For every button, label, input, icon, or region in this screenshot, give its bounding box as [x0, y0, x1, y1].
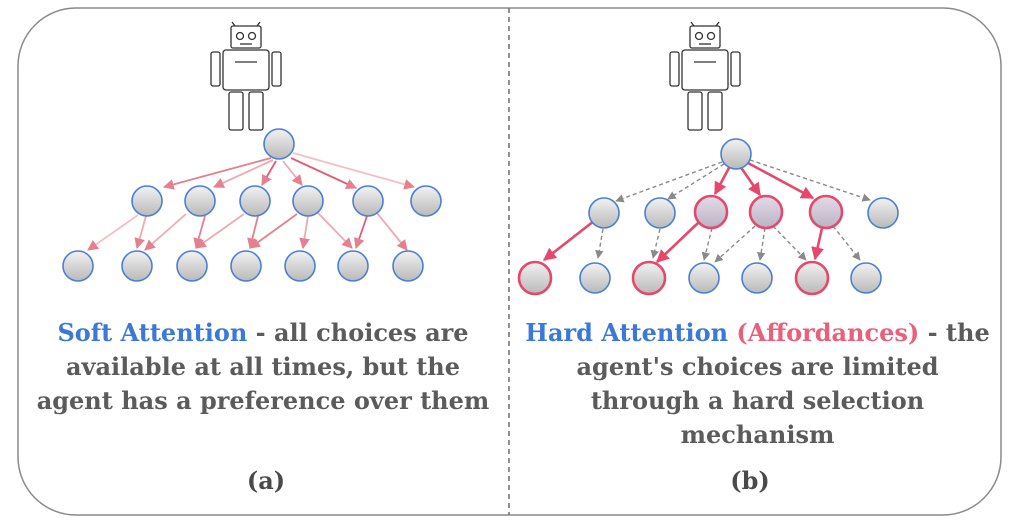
hard-node — [579, 262, 611, 294]
soft-node — [284, 250, 316, 282]
soft-attention-title: Soft Attention — [57, 318, 248, 347]
hard-attention-caption: Hard Attention (Affordances) - the agent… — [520, 316, 995, 452]
hard-node — [588, 197, 620, 229]
hard-dashed-edges — [595, 159, 871, 263]
soft-node — [121, 250, 153, 282]
soft-attention-description: - all choices are available at all times… — [36, 318, 490, 415]
soft-node — [176, 250, 208, 282]
hard-attention-description: - the agent's choices are limited throug… — [576, 318, 990, 449]
hard-selected-edges — [542, 161, 824, 263]
robot-icon — [669, 21, 741, 131]
hard-selected-node — [693, 194, 729, 230]
hard-node — [644, 197, 676, 229]
soft-node — [392, 250, 424, 282]
hard-selected-node — [748, 194, 784, 230]
soft-root-node — [263, 128, 295, 160]
soft-attention-caption: Soft Attention - all choices are availab… — [28, 316, 498, 418]
soft-edges — [87, 152, 416, 251]
hard-node — [867, 197, 899, 229]
hard-nodes — [517, 138, 899, 296]
soft-node — [62, 250, 94, 282]
soft-node — [292, 185, 324, 217]
hard-node — [688, 262, 720, 294]
soft-node — [131, 185, 163, 217]
soft-node — [239, 185, 271, 217]
panel-label-a: (a) — [246, 466, 286, 495]
hard-selected-node — [808, 194, 844, 230]
hard-selected-node — [794, 260, 830, 296]
robot-icon — [210, 21, 282, 131]
hard-node — [850, 262, 882, 294]
soft-node — [352, 185, 384, 217]
hard-selected-node — [631, 260, 667, 296]
soft-node — [230, 250, 262, 282]
soft-node — [337, 250, 369, 282]
affordances-label: (Affordances) — [736, 318, 920, 347]
panel-label-b: (b) — [730, 466, 770, 495]
soft-node — [184, 185, 216, 217]
hard-attention-title: Hard Attention — [525, 318, 729, 347]
hard-root-node — [720, 138, 752, 170]
hard-selected-node — [517, 260, 553, 296]
hard-node — [741, 262, 773, 294]
soft-node — [410, 185, 442, 217]
soft-nodes — [62, 128, 442, 282]
